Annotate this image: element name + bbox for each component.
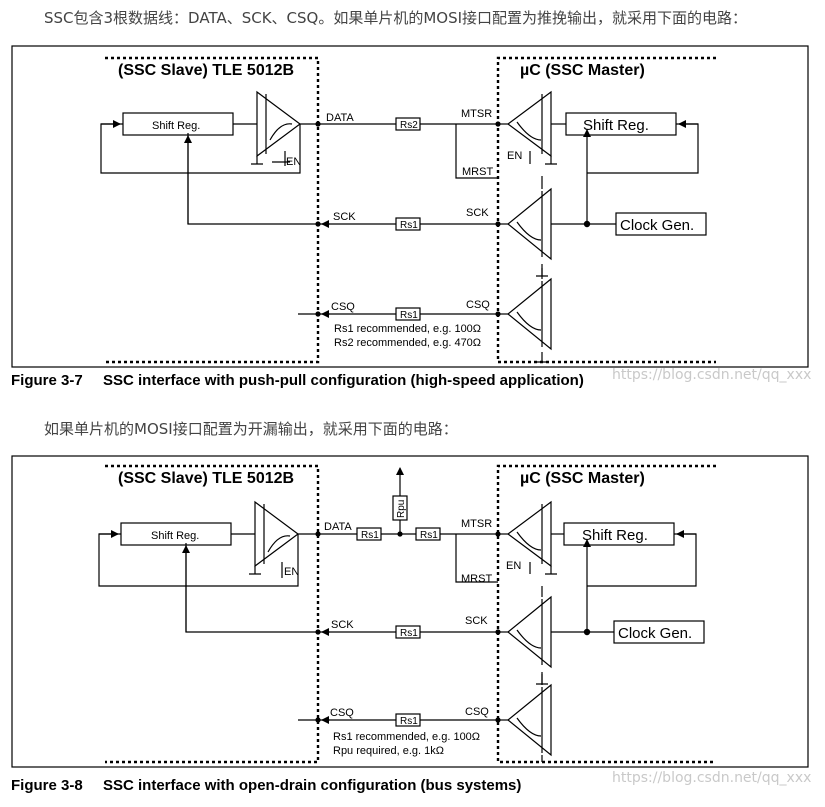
slave-shift-reg-label: Shift Reg.	[151, 530, 199, 542]
master-shift-reg-label: Shift Reg.	[583, 117, 649, 134]
intro-text-2: 如果单片机的MOSI接口配置为开漏输出，就采用下面的电路：	[44, 420, 458, 438]
data-label: DATA	[324, 521, 352, 533]
figure-3-8: (SSC Slave) TLE 5012B µC (SSC Master) Sh…	[0, 454, 825, 770]
master-box-dashed	[496, 464, 716, 764]
sck-right-label: SCK	[466, 207, 489, 219]
slave-shift-reg-label: Shift Reg.	[152, 120, 200, 132]
figure-3-7-title: SSC interface with push-pull configurati…	[103, 372, 584, 389]
figure-3-8-number: Figure 3-8	[11, 777, 83, 794]
res-pu-label: Rpu	[396, 500, 407, 518]
csq-left-label: CSQ	[330, 707, 354, 719]
master-en-label: EN	[506, 560, 521, 572]
mtsr-label: MTSR	[461, 518, 492, 530]
master-mtsr-buffer	[506, 90, 552, 158]
outer-frame	[11, 455, 809, 768]
clock-gen-box	[613, 620, 705, 644]
figure-3-7-number: Figure 3-7	[11, 372, 83, 389]
master-sck-buffer	[507, 595, 552, 669]
note-2: Rpu required, e.g. 1kΩ	[333, 745, 444, 757]
mrst-label: MRST	[461, 573, 492, 585]
csq-right-label: CSQ	[466, 299, 490, 311]
master-shift-reg-label: Shift Reg.	[582, 527, 648, 544]
slave-box-dashed	[105, 464, 320, 764]
res-csq-label: Rs1	[400, 310, 418, 321]
slave-en-label: EN	[286, 156, 301, 168]
figure-3-8-caption: Figure 3-8 SSC interface with open-drain …	[11, 777, 521, 794]
data-label: DATA	[326, 112, 354, 124]
res-sck-label: Rs1	[400, 628, 418, 639]
res-data-box	[395, 117, 421, 131]
clock-gen-label: Clock Gen.	[618, 625, 692, 642]
note-1: Rs1 recommended, e.g. 100Ω	[334, 323, 481, 335]
note-1: Rs1 recommended, e.g. 100Ω	[333, 731, 480, 743]
slave-buffer	[254, 500, 300, 568]
sck-left-label: SCK	[331, 619, 354, 631]
csq-right-label: CSQ	[465, 706, 489, 718]
slave-title: (SSC Slave) TLE 5012B	[118, 470, 294, 487]
watermark-1: https://blog.csdn.net/qq_xxx	[612, 367, 812, 383]
outer-frame	[11, 45, 809, 368]
slave-buffer	[256, 90, 302, 158]
master-sck-buffer	[507, 187, 552, 261]
figure-3-7: (SSC Slave) TLE 5012B µC (SSC Master) Sh…	[0, 44, 825, 370]
master-box-dashed	[496, 56, 716, 364]
slave-title: (SSC Slave) TLE 5012B	[118, 62, 294, 79]
res-data-2-box	[415, 527, 441, 541]
mtsr-label: MTSR	[461, 108, 492, 120]
res-csq-box	[395, 713, 421, 727]
clock-gen-box	[615, 212, 707, 236]
clock-gen-label: Clock Gen.	[620, 217, 694, 234]
sck-left-label: SCK	[333, 211, 356, 223]
note-2: Rs2 recommended, e.g. 470Ω	[334, 337, 481, 349]
figure-3-7-caption: Figure 3-7 SSC interface with push-pull c…	[11, 372, 584, 389]
master-csq-buffer	[507, 277, 552, 351]
slave-box-dashed	[105, 56, 320, 364]
slave-en-label: EN	[284, 566, 299, 578]
figure-3-8-title: SSC interface with open-drain configurat…	[103, 777, 522, 794]
csq-left-label: CSQ	[331, 301, 355, 313]
figure-3-7-diagram: (SSC Slave) TLE 5012B µC (SSC Master) Sh…	[11, 45, 809, 368]
res-data-1-box	[356, 527, 382, 541]
res-sck-label: Rs1	[400, 220, 418, 231]
master-title: µC (SSC Master)	[520, 470, 645, 487]
master-title: µC (SSC Master)	[520, 62, 645, 79]
res-data-1-label: Rs1	[361, 530, 379, 541]
mrst-label: MRST	[462, 166, 493, 178]
sck-right-label: SCK	[465, 615, 488, 627]
master-csq-buffer	[507, 683, 552, 757]
res-csq-box	[395, 307, 421, 321]
master-mtsr-buffer	[506, 500, 552, 568]
res-sck-box	[395, 625, 421, 639]
watermark-2: https://blog.csdn.net/qq_xxx	[612, 770, 812, 786]
res-sck-box	[395, 217, 421, 231]
master-en-label: EN	[507, 150, 522, 162]
figure-3-8-diagram: (SSC Slave) TLE 5012B µC (SSC Master) Sh…	[11, 455, 809, 768]
res-data-2-label: Rs1	[420, 530, 438, 541]
res-data-label: Rs2	[400, 120, 418, 131]
intro-text-1: SSC包含3根数据线：DATA、SCK、CSQ。如果单片机的MOSI接口配置为推…	[44, 9, 748, 27]
res-csq-label: Rs1	[400, 716, 418, 727]
